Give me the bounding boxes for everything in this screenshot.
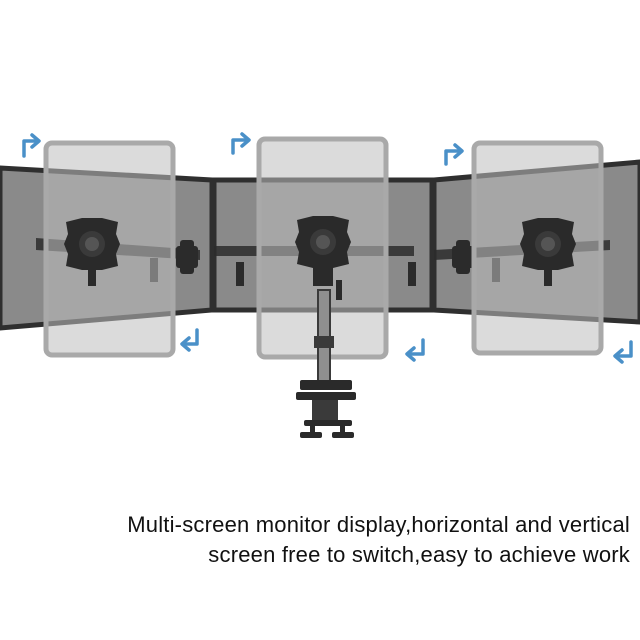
rotate-arrow-icon [444, 143, 464, 166]
rotate-arrow-icon [405, 338, 425, 362]
vesa-plates [64, 216, 576, 286]
rotate-arrow-icon [22, 133, 41, 158]
caption-line-1: Multi-screen monitor display,horizontal … [127, 512, 630, 537]
mount-pole-and-clamp [296, 280, 356, 438]
rotate-arrow-icon [613, 340, 633, 364]
caption-line-2: screen free to switch,easy to achieve wo… [208, 542, 630, 567]
desk-clamp [296, 380, 356, 438]
right-vesa-plate [520, 218, 576, 286]
rotate-arrow-icon [180, 328, 199, 352]
center-vesa-plate [295, 216, 351, 286]
rotate-arrow-icon [231, 132, 251, 155]
portrait-monitors [43, 136, 604, 360]
rotation-arrows [22, 132, 633, 364]
left-vesa-plate [64, 218, 120, 286]
